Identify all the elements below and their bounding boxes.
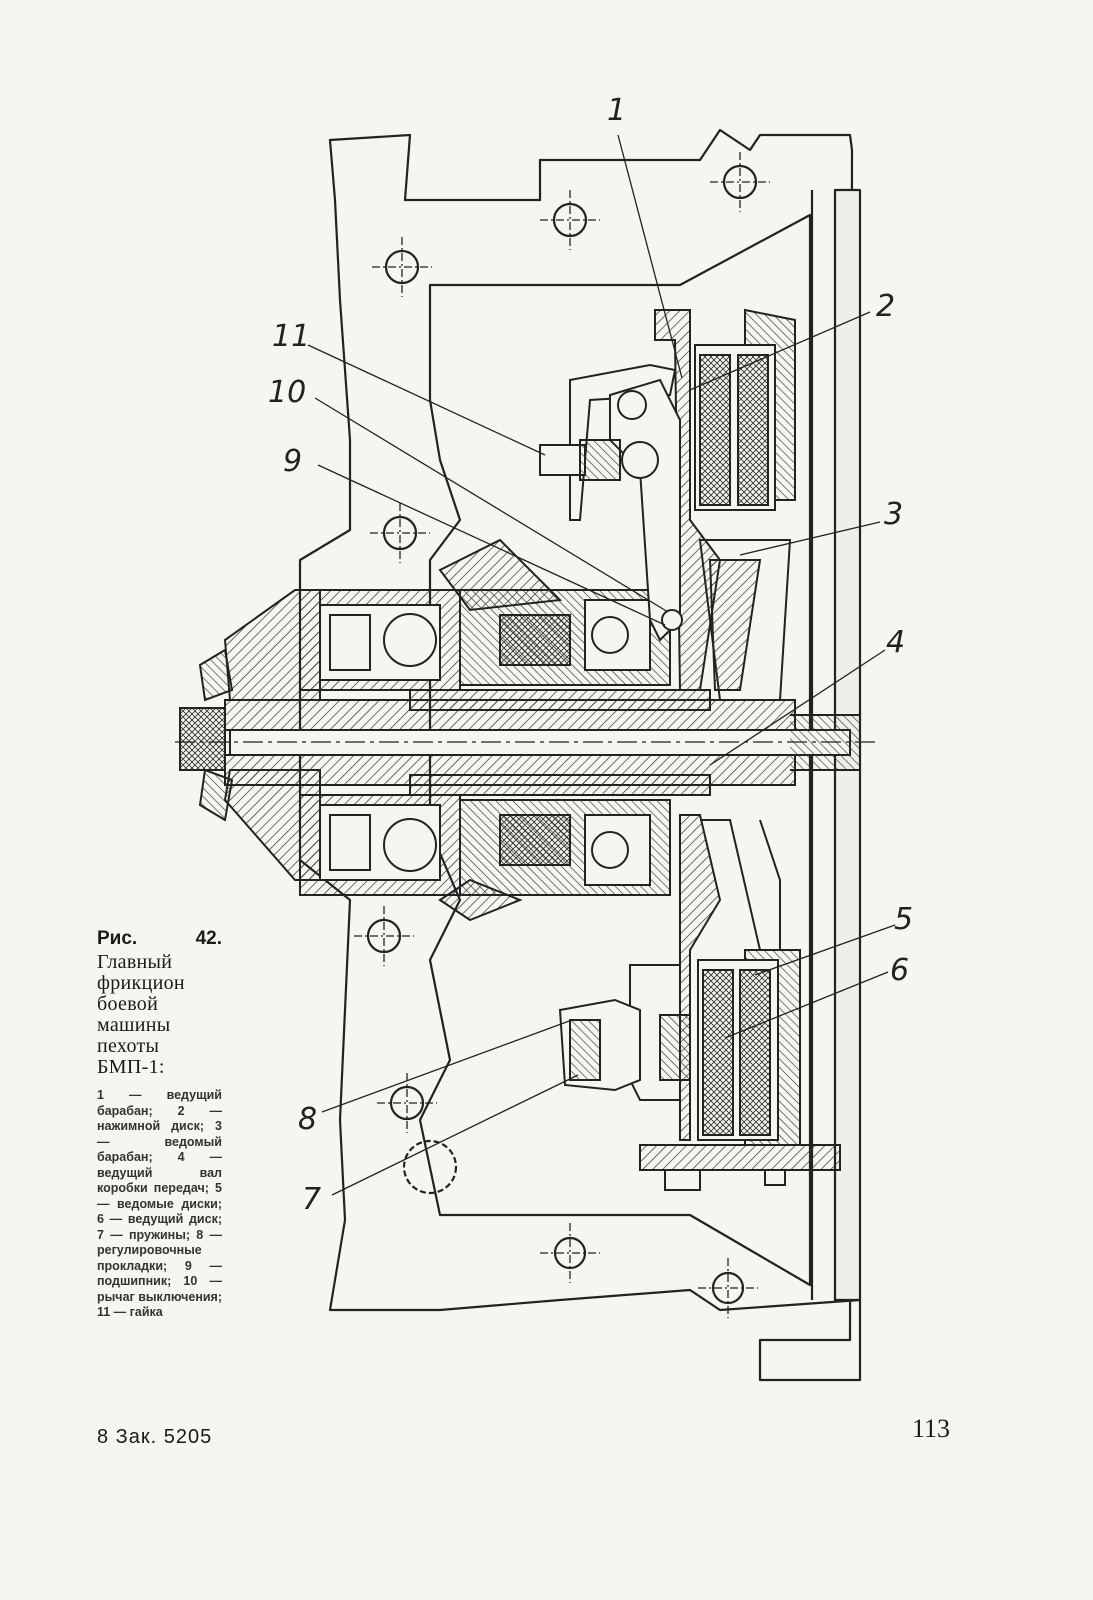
callout-5: 5 <box>894 902 914 937</box>
callout-7: 7 <box>302 1182 322 1217</box>
figure-caption: Рис. 42. Главный фрикцион боевой машины … <box>97 928 222 1321</box>
callout-4: 4 <box>886 625 906 660</box>
callout-2: 2 <box>876 289 896 324</box>
figure-number: 42. <box>195 928 222 949</box>
figure-label: Рис. <box>97 928 138 949</box>
page-number: 113 <box>912 1414 951 1443</box>
callout-1: 1 <box>607 93 627 128</box>
callout-8: 8 <box>298 1102 318 1137</box>
callout-6: 6 <box>890 953 910 988</box>
callout-9: 9 <box>283 444 303 479</box>
callout-11: 11 <box>272 319 311 354</box>
callout-3: 3 <box>884 497 904 532</box>
callout-10: 10 <box>268 375 307 410</box>
sheet-mark: 8 Зак. 5205 <box>97 1426 213 1448</box>
figure-title: Главный фрикцион боевой машины пехоты БМ… <box>97 951 185 1078</box>
figure-label-row: Рис. 42. <box>97 928 222 950</box>
figure-legend: 1 — ведущий барабан; 2 — нажимной диск; … <box>97 1088 223 1319</box>
